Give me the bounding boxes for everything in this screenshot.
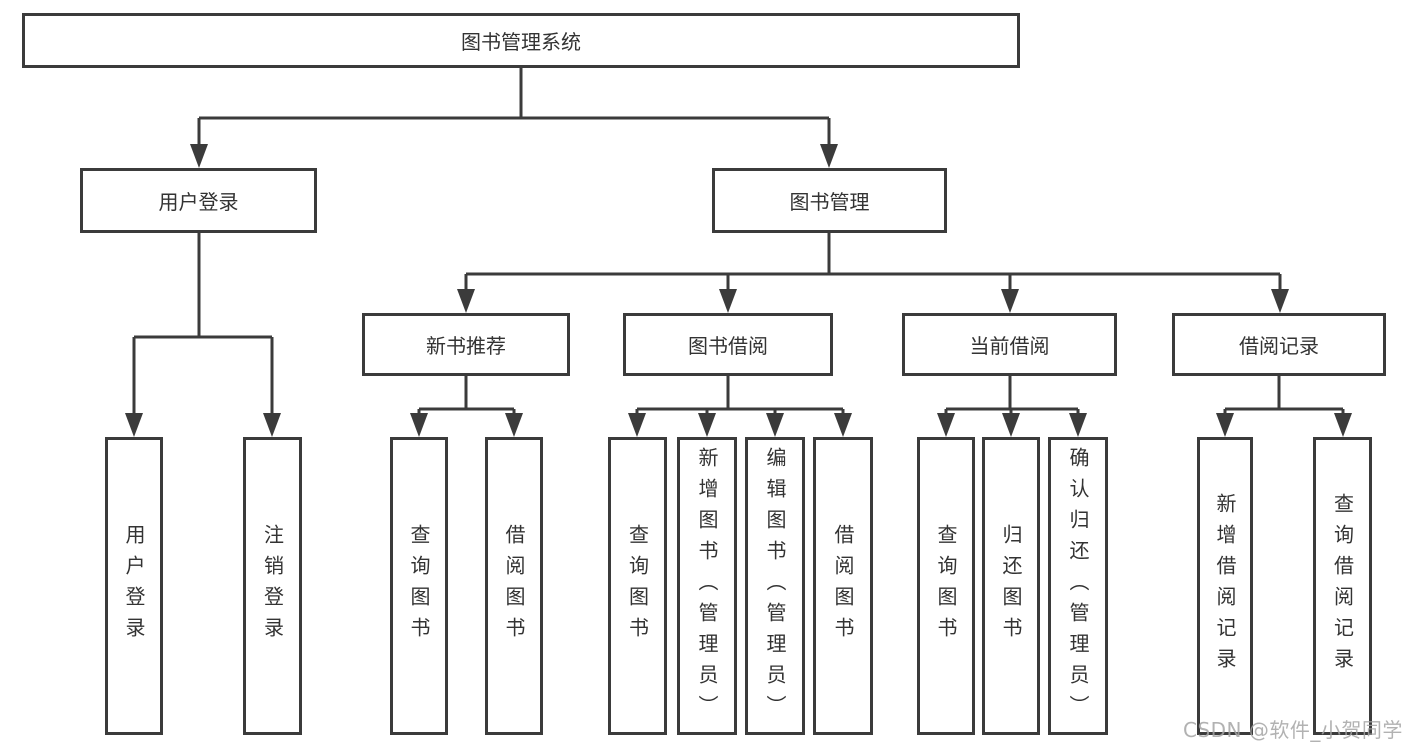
node-leaf-user-login: 用户登录 — [105, 437, 163, 735]
node-label: 查询图书 — [934, 524, 958, 648]
node-new-book-recommendation: 新书推荐 — [362, 313, 570, 376]
node-label: 借阅图书 — [502, 524, 526, 648]
node-label: 用户登录 — [122, 524, 146, 648]
node-label: 图书管理 — [789, 190, 870, 214]
node-label: 确认归还（管理员） — [1066, 446, 1090, 726]
node-label: 查询图书 — [407, 524, 431, 648]
node-current-borrowing: 当前借阅 — [902, 313, 1117, 376]
node-label: 注销登录 — [260, 524, 285, 648]
node-book-management-system: 图书管理系统 — [22, 13, 1020, 68]
node-book-management: 图书管理 — [712, 168, 947, 233]
node-label: 编辑图书（管理员） — [763, 446, 787, 726]
node-label: 新书推荐 — [426, 334, 506, 358]
node-label: 当前借阅 — [969, 334, 1050, 358]
node-leaf-query-books-current: 查询图书 — [917, 437, 975, 735]
node-leaf-add-borrowing-record: 新增借阅记录 — [1197, 437, 1253, 735]
node-leaf-query-books-borrowing: 查询图书 — [608, 437, 667, 735]
node-leaf-return-books: 归还图书 — [982, 437, 1040, 735]
node-leaf-logout: 注销登录 — [243, 437, 302, 735]
node-label: 图书管理系统 — [461, 30, 581, 54]
node-label: 借阅记录 — [1239, 334, 1319, 358]
node-leaf-edit-books-admin: 编辑图书（管理员） — [745, 437, 805, 735]
node-label: 借阅图书 — [831, 524, 855, 648]
node-label: 归还图书 — [999, 524, 1023, 648]
csdn-watermark: CSDN @软件_小贺同学 — [1183, 718, 1403, 742]
node-label: 查询借阅记录 — [1330, 493, 1355, 679]
node-borrowing-records: 借阅记录 — [1172, 313, 1386, 376]
node-label: 查询图书 — [625, 524, 650, 648]
node-leaf-confirm-return-admin: 确认归还（管理员） — [1048, 437, 1108, 735]
node-label: 新增借阅记录 — [1213, 493, 1237, 679]
node-label: 用户登录 — [158, 190, 239, 214]
node-leaf-query-borrowing-record: 查询借阅记录 — [1313, 437, 1372, 735]
node-leaf-add-books-admin: 新增图书（管理员） — [677, 437, 737, 735]
node-label: 图书借阅 — [688, 334, 768, 358]
node-leaf-query-books-recommendation: 查询图书 — [390, 437, 448, 735]
node-leaf-borrow-books-recommendation: 借阅图书 — [485, 437, 543, 735]
node-label: 新增图书（管理员） — [695, 446, 719, 726]
node-book-borrowing: 图书借阅 — [623, 313, 833, 376]
node-leaf-borrow-books-borrowing: 借阅图书 — [813, 437, 873, 735]
arrowheads — [125, 144, 1352, 437]
node-user-login-group: 用户登录 — [80, 168, 317, 233]
